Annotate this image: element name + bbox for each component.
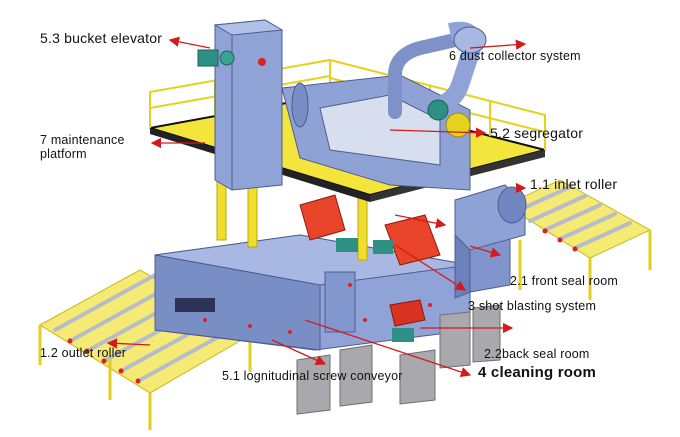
label-front-seal-room: 2.1 front seal room [510, 274, 619, 288]
outlet-roller-conveyor [38, 269, 252, 430]
shot-blasting-units [299, 194, 441, 342]
dust-collector-duct [388, 21, 487, 121]
inlet-hood [454, 184, 527, 251]
label-maintenance-line1: 7 maintenance [40, 133, 125, 147]
cleaning-room [154, 234, 471, 351]
label-back-seal-room: 2.2back seal room [484, 347, 590, 361]
label-segregator: 5.2 segregator [490, 125, 584, 141]
leader-arrows [106, 36, 527, 378]
label-dust-collector: 6 dust collector system [449, 49, 581, 63]
label-cleaning-room: 4 cleaning room [478, 364, 597, 381]
label-screw-conveyor: 5.1 lognitudinal screw conveyor [222, 369, 403, 383]
segregator [281, 74, 471, 191]
label-outlet-roller: 1.2 outlet roller [40, 346, 127, 360]
bucket-elevator [197, 19, 284, 191]
label-bucket-elevator: 5.3 bucket elevator [40, 30, 163, 46]
inlet-roller-conveyor [503, 179, 652, 300]
label-inlet-roller: 1.1 inlet roller [530, 176, 618, 192]
support-pedestals [296, 304, 501, 415]
label-maintenance-line2: platform [40, 147, 87, 161]
label-shot-blasting: 3 shot blasting system [468, 299, 597, 313]
